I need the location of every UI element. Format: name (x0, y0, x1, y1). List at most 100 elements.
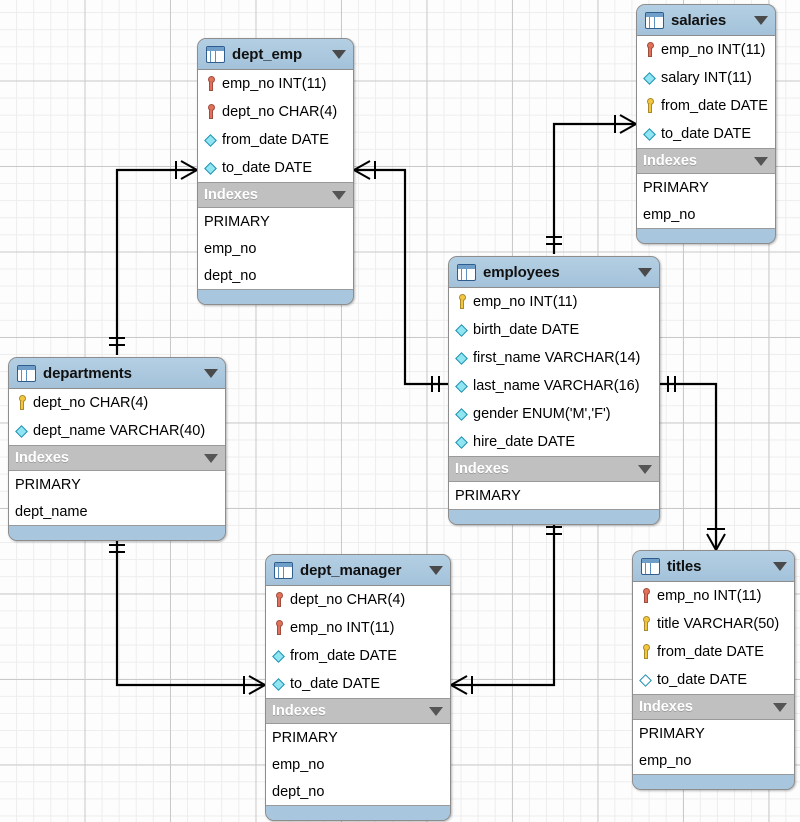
index-row[interactable]: PRIMARY (643, 179, 709, 196)
table-name-label: dept_manager (300, 561, 402, 579)
chevron-down-icon[interactable] (754, 15, 768, 25)
connector-employees-salaries[interactable] (546, 114, 637, 254)
index-row[interactable]: emp_no (643, 206, 696, 223)
indexes-label: Indexes (639, 699, 693, 715)
chevron-down-icon[interactable] (773, 561, 787, 571)
chevron-down-icon[interactable] (638, 267, 652, 277)
table-dept_manager[interactable]: dept_manager dept_no CHAR(4) emp_no INT(11… (265, 554, 451, 821)
index-row[interactable]: emp_no (272, 756, 325, 773)
indexes-header-departments[interactable]: Indexes (9, 446, 225, 471)
index-row[interactable]: dept_name (15, 503, 88, 520)
chevron-down-icon[interactable] (204, 368, 218, 378)
column-row[interactable]: first_name VARCHAR(14) (449, 344, 659, 372)
chevron-down-icon[interactable] (754, 156, 768, 166)
column-row[interactable]: hire_date DATE (449, 428, 659, 456)
foreign-key-icon (204, 76, 218, 93)
index-row[interactable]: PRIMARY (639, 725, 705, 742)
table-icon (274, 561, 293, 579)
table-name-label: employees (483, 263, 560, 281)
index-row[interactable]: emp_no (639, 752, 692, 769)
connector-departments-dept_emp[interactable] (109, 160, 198, 355)
indexes-list-dept_emp: PRIMARY emp_no dept_no (198, 208, 353, 290)
column-row[interactable]: emp_no INT(11) (449, 288, 659, 316)
column-label: gender ENUM('M','F') (473, 406, 611, 422)
table-header-salaries[interactable]: salaries (637, 5, 775, 36)
column-row[interactable]: to_date DATE (633, 666, 794, 694)
index-row[interactable]: dept_no (272, 783, 325, 800)
column-row[interactable]: from_date DATE (266, 642, 450, 670)
index-row[interactable]: PRIMARY (272, 729, 338, 746)
column-row[interactable]: dept_no CHAR(4) (266, 586, 450, 614)
column-row[interactable]: to_date DATE (637, 120, 775, 148)
column-row[interactable]: salary INT(11) (637, 64, 775, 92)
column-diamond-icon (455, 378, 469, 395)
connector-employees-dept_manager[interactable] (450, 518, 562, 695)
connector-departments-dept_manager[interactable] (109, 537, 266, 695)
table-header-employees[interactable]: employees (449, 257, 659, 288)
column-diamond-icon (455, 322, 469, 339)
foreign-key-icon (272, 620, 286, 637)
column-diamond-icon (272, 676, 286, 693)
indexes-header-employees[interactable]: Indexes (449, 457, 659, 482)
column-row[interactable]: emp_no INT(11) (198, 70, 353, 98)
column-row[interactable]: emp_no INT(11) (633, 582, 794, 610)
chevron-down-icon[interactable] (773, 702, 787, 712)
column-row[interactable]: from_date DATE (633, 638, 794, 666)
column-row[interactable]: dept_name VARCHAR(40) (9, 417, 225, 445)
table-header-dept_emp[interactable]: dept_emp (198, 39, 353, 70)
table-header-departments[interactable]: departments (9, 358, 225, 389)
connector-employees-dept_emp[interactable] (353, 160, 448, 392)
column-row[interactable]: last_name VARCHAR(16) (449, 372, 659, 400)
chevron-down-icon[interactable] (204, 453, 218, 463)
index-row[interactable]: dept_no (204, 267, 257, 284)
table-header-dept_manager[interactable]: dept_manager (266, 555, 450, 586)
chevron-down-icon[interactable] (429, 706, 443, 716)
column-row[interactable]: to_date DATE (266, 670, 450, 698)
column-row[interactable]: dept_no CHAR(4) (198, 98, 353, 126)
column-label: last_name VARCHAR(16) (473, 378, 640, 394)
column-row[interactable]: from_date DATE (198, 126, 353, 154)
indexes-header-salaries[interactable]: Indexes (637, 149, 775, 174)
indexes-header-dept_manager[interactable]: Indexes (266, 699, 450, 724)
chevron-down-icon[interactable] (332, 190, 346, 200)
indexes-list-departments: PRIMARY dept_name (9, 471, 225, 526)
index-row[interactable]: emp_no (204, 240, 257, 257)
column-label: dept_no CHAR(4) (290, 592, 406, 608)
chevron-down-icon[interactable] (638, 464, 652, 474)
chevron-down-icon[interactable] (429, 565, 443, 575)
connector-employees-titles[interactable] (660, 376, 726, 551)
indexes-header-titles[interactable]: Indexes (633, 695, 794, 720)
table-salaries[interactable]: salaries emp_no INT(11) salary INT(11) from… (636, 4, 776, 244)
column-label: emp_no INT(11) (290, 620, 395, 636)
index-row[interactable]: PRIMARY (15, 476, 81, 493)
table-name-label: salaries (671, 11, 727, 29)
column-row[interactable]: emp_no INT(11) (637, 36, 775, 64)
table-dept_emp[interactable]: dept_emp emp_no INT(11) dept_no CHAR(4)fro… (197, 38, 354, 305)
column-diamond-icon (204, 160, 218, 177)
column-row[interactable]: from_date DATE (637, 92, 775, 120)
primary-key-icon (639, 644, 653, 661)
index-row[interactable]: PRIMARY (455, 487, 521, 504)
column-row[interactable]: emp_no INT(11) (266, 614, 450, 642)
table-departments[interactable]: departments dept_no CHAR(4) dept_name VARC… (8, 357, 226, 541)
column-label: from_date DATE (661, 98, 768, 114)
column-row[interactable]: gender ENUM('M','F') (449, 400, 659, 428)
column-label: emp_no INT(11) (473, 294, 578, 310)
column-diamond-icon (204, 132, 218, 149)
column-label: salary INT(11) (661, 70, 752, 86)
column-row[interactable]: birth_date DATE (449, 316, 659, 344)
column-row[interactable]: title VARCHAR(50) (633, 610, 794, 638)
indexes-label: Indexes (455, 461, 509, 477)
column-row[interactable]: dept_no CHAR(4) (9, 389, 225, 417)
column-label: dept_no CHAR(4) (33, 395, 149, 411)
indexes-header-dept_emp[interactable]: Indexes (198, 183, 353, 208)
chevron-down-icon[interactable] (332, 49, 346, 59)
index-row[interactable]: PRIMARY (204, 213, 270, 230)
column-label: emp_no INT(11) (222, 76, 327, 92)
column-row[interactable]: to_date DATE (198, 154, 353, 182)
table-header-titles[interactable]: titles (633, 551, 794, 582)
